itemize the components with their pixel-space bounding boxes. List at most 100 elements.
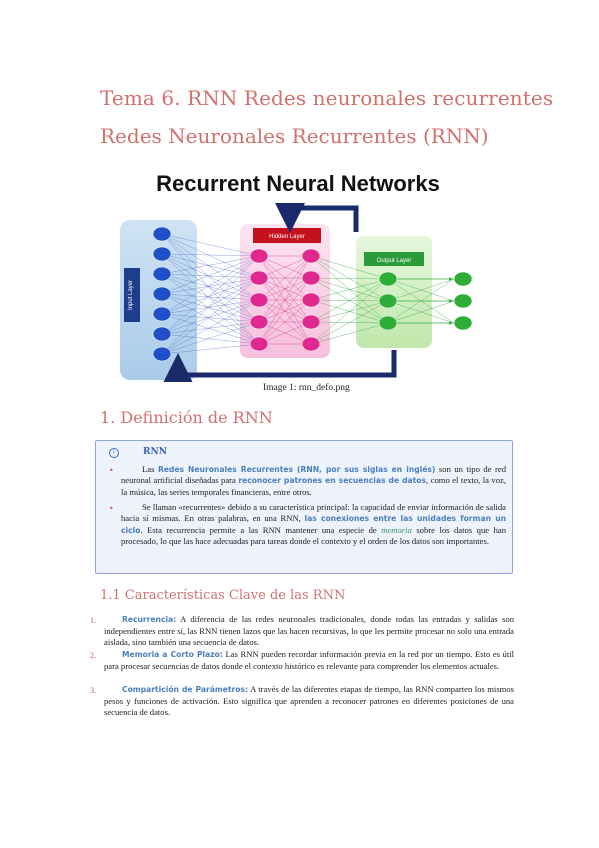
connection-line [161, 299, 260, 355]
connection-line [161, 253, 260, 323]
network-nodes [152, 226, 473, 362]
connection-line [310, 277, 389, 280]
rnn-diagram: Input Layer Hidden Layer Output Layer Re… [120, 171, 473, 382]
connection-line [310, 278, 389, 301]
connection-line [161, 299, 260, 315]
input-node [152, 226, 172, 242]
connection-line [161, 293, 260, 345]
hidden-node [249, 248, 269, 264]
callout-paragraph-2: Se llaman «recurrentes» debido a su cara… [121, 502, 506, 548]
document-title: Tema 6. RNN Redes neuronales recurrentes [100, 86, 554, 110]
callout-title: RNN [143, 447, 167, 457]
connection-line [161, 321, 260, 355]
connection-line [161, 233, 260, 323]
list-item-text: A diferencia de las redes neuronales tra… [104, 614, 514, 648]
connection-line [161, 313, 260, 345]
output-node [378, 271, 398, 287]
connection-line [161, 255, 260, 335]
final-output-node [453, 271, 473, 287]
text-run: Se llaman «recurrentes» debido a su cara… [121, 502, 506, 524]
text-run: Las [142, 464, 158, 474]
bullet-marker: • [109, 504, 114, 513]
connection-line [161, 313, 260, 323]
connection-line [161, 293, 260, 301]
hidden-node [301, 314, 321, 330]
connection-line [161, 255, 260, 355]
connection-line [387, 278, 455, 302]
recurrent-loop-top-arrow [275, 203, 359, 233]
connection-line [161, 293, 260, 323]
highlight-term: memoria [381, 524, 412, 535]
connection-line [161, 333, 260, 345]
section-heading-caracteristicas: 1.1 Características Clave de las RNN [100, 588, 346, 603]
connection-line [258, 255, 312, 323]
connection-line [161, 253, 260, 257]
connection-line [310, 300, 389, 345]
connection-line [161, 273, 260, 345]
connection-line [161, 299, 260, 335]
connection-line [161, 273, 260, 301]
input-node [152, 326, 172, 342]
connection-line [387, 300, 455, 324]
connection-line [161, 255, 260, 295]
list-item-term: Compartición de Parámetros: [122, 685, 249, 694]
connection-line [161, 253, 260, 301]
connection-line [161, 255, 260, 315]
connection-line [161, 277, 260, 335]
output-node [378, 293, 398, 309]
figure-caption: Image 1: rnn_defo.png [263, 383, 350, 393]
input-layer-label: Input Layer [128, 280, 134, 310]
connection-line [161, 255, 260, 275]
list-number: 3. [90, 686, 97, 695]
connection-line [161, 343, 260, 355]
input-node [152, 266, 172, 282]
hidden-node [249, 314, 269, 330]
input-layer-tag [124, 268, 140, 322]
connection-line [258, 255, 312, 301]
hidden-node [301, 292, 321, 308]
connection-line [258, 277, 312, 345]
connection-line [161, 277, 260, 315]
connection-line [258, 299, 312, 345]
list-number: 2. [90, 651, 97, 660]
list-number: 1. [90, 616, 97, 625]
connection-line [161, 233, 260, 301]
input-node [152, 286, 172, 302]
rnn-callout: i RNN • Las Redes Neuronales Recurrentes… [95, 440, 513, 574]
connection-line [258, 321, 312, 345]
highlight-term: reconocer patrones en secuencias de dato… [238, 476, 427, 486]
connection-line [161, 273, 260, 323]
connection-line [310, 322, 389, 345]
connection-line [161, 233, 260, 257]
document-subtitle: Redes Neuronales Recurrentes (RNN) [100, 124, 489, 148]
connection-line [161, 233, 260, 279]
text-run: son un tipo de red neuronal artificial d… [121, 464, 506, 486]
list-item: Compartición de Parámetros: A través de … [104, 684, 514, 719]
connection-line [161, 277, 260, 355]
recurrent-loop-bottom-arrow [163, 350, 397, 382]
list-item: Recurrencia: A diferencia de las redes n… [104, 614, 514, 649]
figure-heading: Recurrent Neural Networks [156, 171, 440, 196]
hidden-node [301, 248, 321, 264]
output-layer-tag [364, 252, 424, 266]
output-layer-label: Output Layer [377, 258, 412, 264]
connection-line [310, 278, 389, 345]
connection-line [161, 321, 260, 335]
output-node [378, 315, 398, 331]
final-output-node [453, 293, 473, 309]
hidden-node [249, 336, 269, 352]
list-item-term: Memoria a Corto Plazo: [122, 650, 223, 659]
connection-line [161, 233, 260, 345]
input-node [152, 306, 172, 322]
hidden-node [249, 292, 269, 308]
section-heading-definicion: 1. Definición de RNN [100, 408, 273, 427]
text-run: , como el texto, la voz, la música, las … [121, 475, 506, 497]
hidden-node [249, 270, 269, 286]
hidden-node [301, 270, 321, 286]
list-item: Memoria a Corto Plazo: Las RNN pueden re… [104, 649, 514, 672]
connection-line [310, 255, 389, 280]
list-item-term: Recurrencia: [122, 615, 177, 624]
connection-line [258, 255, 312, 279]
highlight-term: Redes Neuronales Recurrentes (RNN, por s… [157, 465, 436, 474]
